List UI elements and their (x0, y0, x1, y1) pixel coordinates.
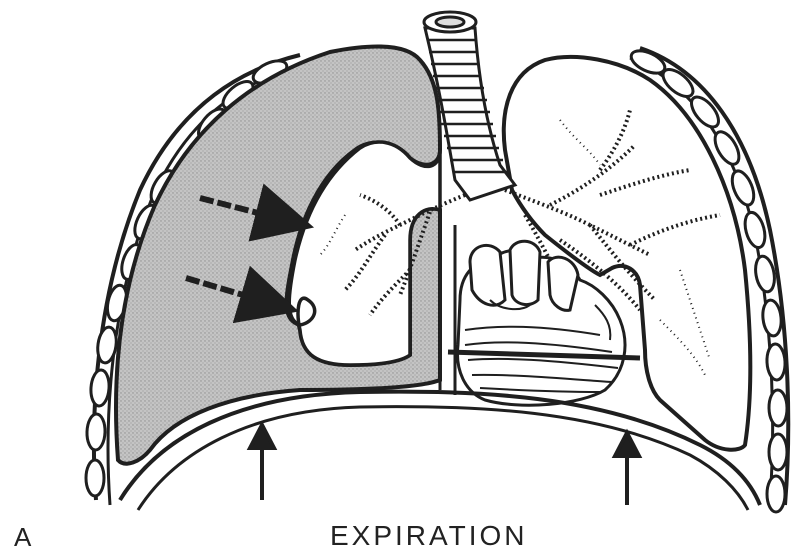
mediastinum (440, 210, 455, 395)
diaphragm-arrows (250, 425, 639, 505)
panel-label: A (14, 522, 32, 553)
up-arrow-head (615, 433, 639, 456)
diaphragm (120, 392, 760, 510)
figure-caption: EXPIRATION (330, 520, 528, 552)
up-arrow-head (250, 425, 274, 448)
